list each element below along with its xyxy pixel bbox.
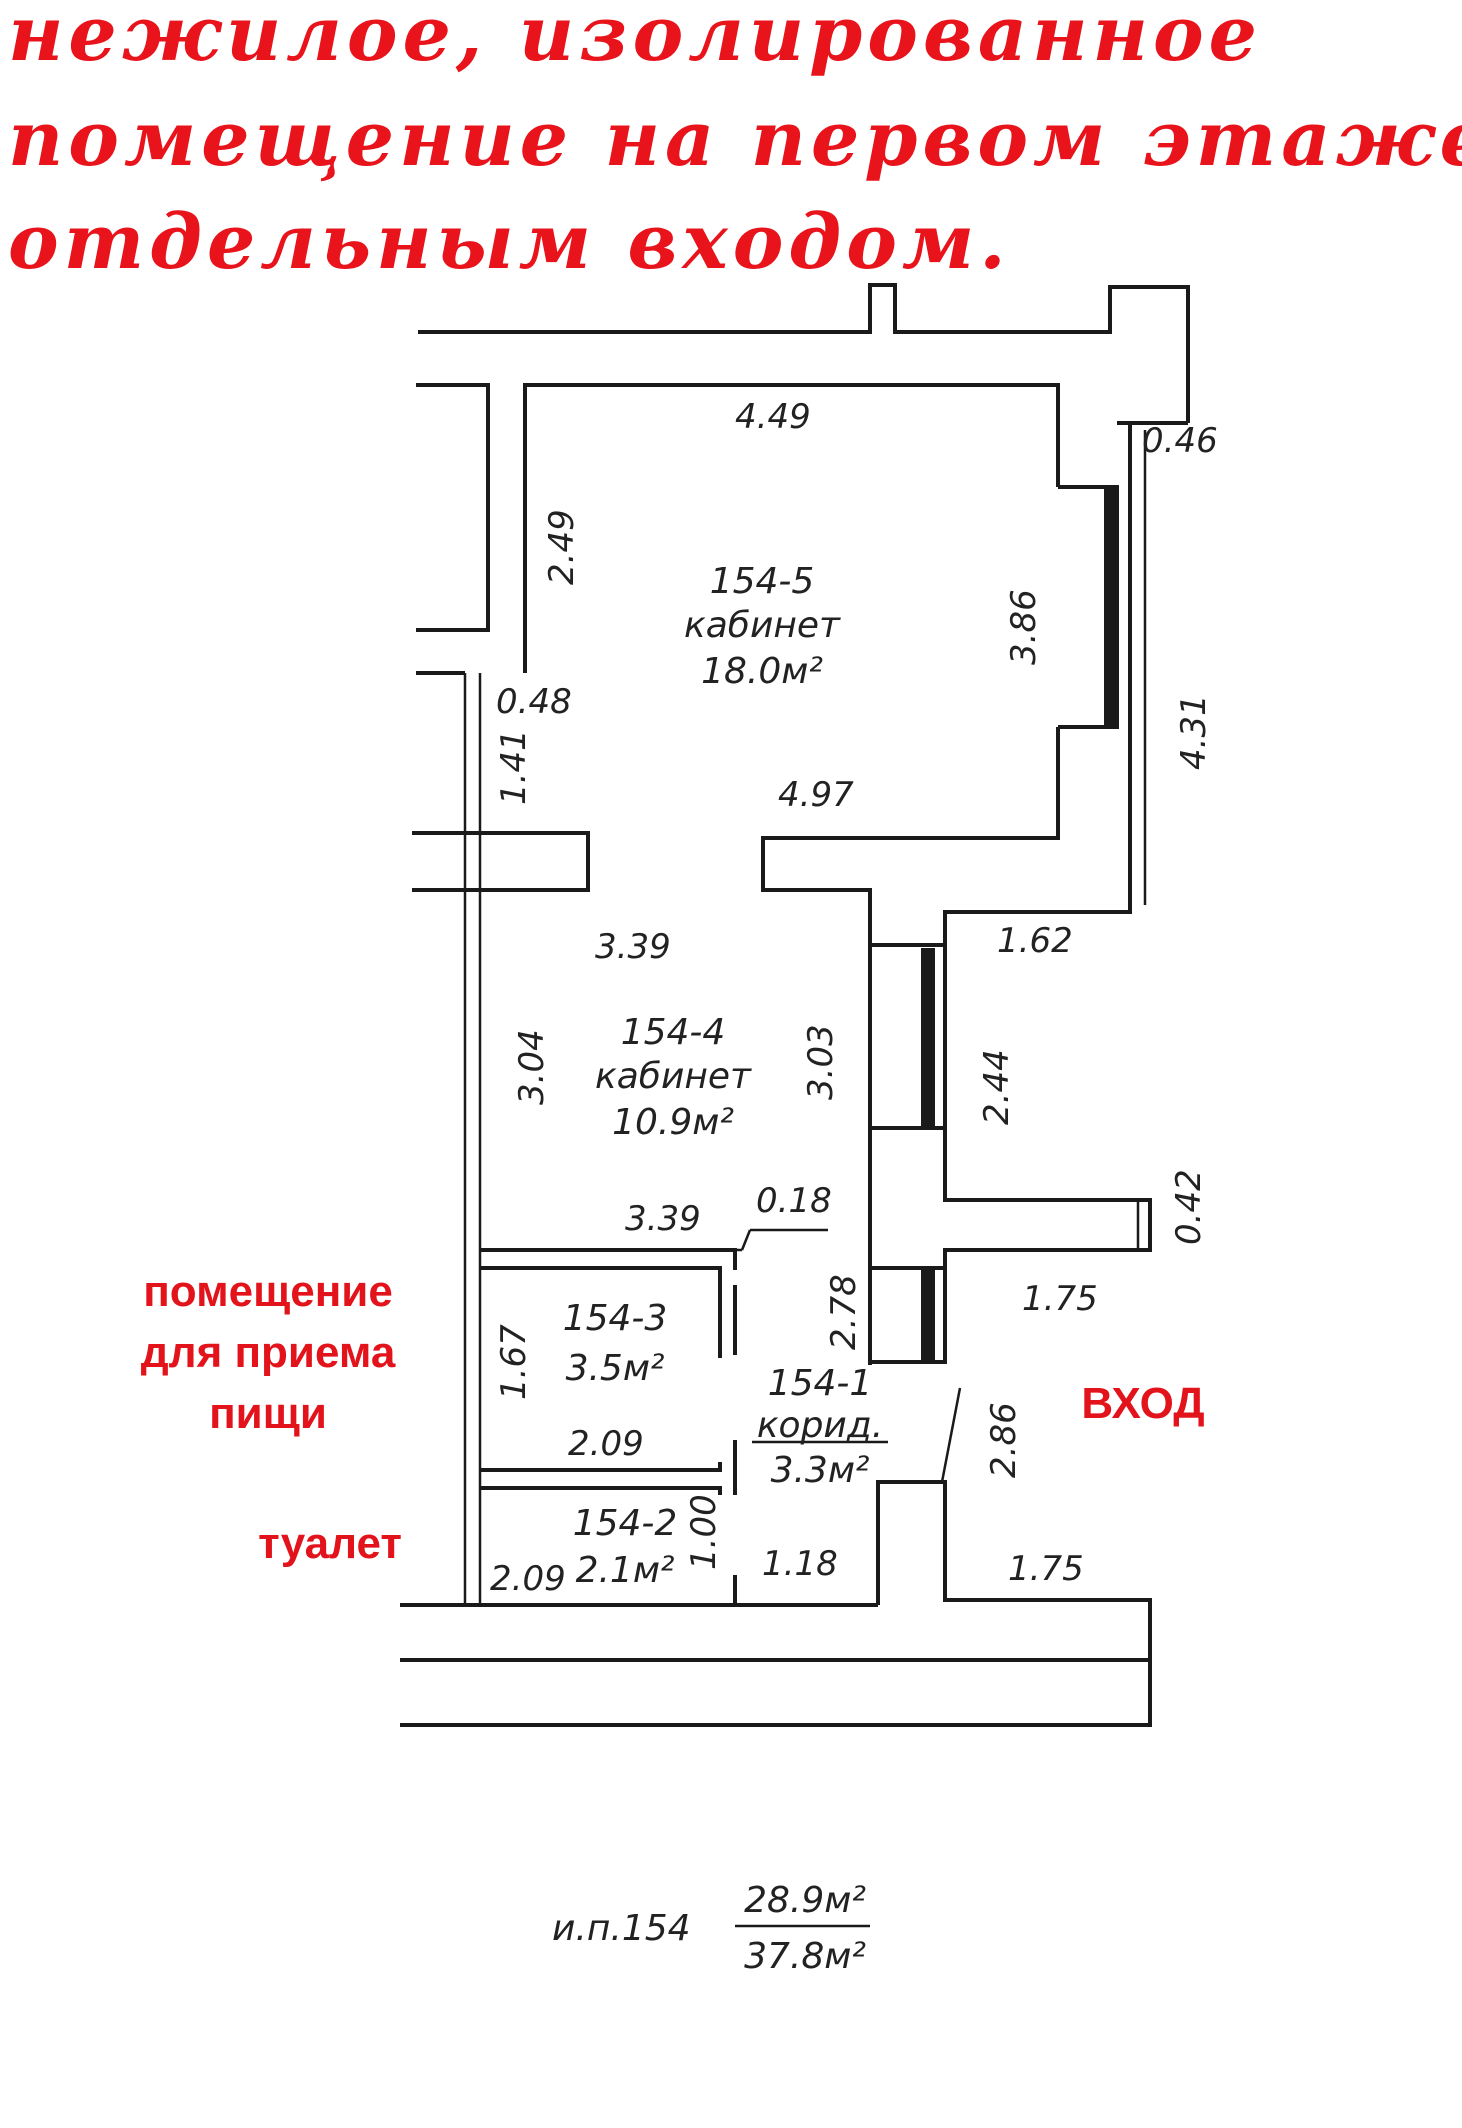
heading: нежилое, изолированное помещение на перв… [8, 0, 1462, 286]
dim-0-48: 0.48 [496, 682, 572, 722]
room-name: кабинет [595, 1056, 752, 1097]
dim-3-86: 3.86 [1004, 589, 1044, 665]
food-room-label-3: пищи [209, 1389, 327, 1438]
area-summary: и.п.154 28.9м² 37.8м² [552, 1880, 870, 1977]
dim-3-39-top: 3.39 [595, 927, 671, 967]
room-area: 3.3м² [771, 1450, 870, 1491]
window-154-4 [921, 948, 935, 1128]
annotations: помещение для приема пищи ВХОД туалет [141, 1267, 1205, 1568]
heading-line-3: отдельным входом. [8, 197, 1011, 286]
dim-2-86: 2.86 [984, 1402, 1024, 1478]
dim-2-49: 2.49 [542, 509, 582, 585]
room-number: 154-4 [621, 1012, 726, 1053]
dim-0-46: 0.46 [1142, 421, 1218, 461]
dim-2-78: 2.78 [824, 1274, 864, 1350]
room-area: 3.5м² [566, 1348, 665, 1389]
window-154-5 [1104, 487, 1118, 729]
dim-1-67: 1.67 [494, 1324, 534, 1400]
room-154-5: 154-5 кабинет 18.0м² [684, 561, 841, 692]
dimension-lines [740, 430, 1147, 1444]
dim-4-49: 4.49 [735, 397, 811, 437]
living-area: 28.9м² [744, 1880, 866, 1921]
room-154-2: 154-2 2.1м² [573, 1503, 678, 1591]
total-area: 37.8м² [744, 1936, 866, 1977]
dim-1-00: 1.00 [684, 1494, 724, 1570]
entrance-label: ВХОД [1081, 1379, 1204, 1428]
room-number: 154-1 [768, 1363, 873, 1404]
dim-0-18: 0.18 [756, 1181, 832, 1221]
room-area: 2.1м² [576, 1550, 675, 1591]
dim-0-42: 0.42 [1169, 1169, 1209, 1245]
room-name: кабинет [684, 605, 841, 646]
toilet-label: туалет [258, 1519, 402, 1568]
food-room-label-1: помещение [143, 1267, 393, 1316]
dim-4-97: 4.97 [778, 775, 854, 815]
room-154-4: 154-4 кабинет 10.9м² [595, 1012, 752, 1143]
dim-3-03: 3.03 [801, 1024, 841, 1100]
heading-line-2: помещение на первом этаже, с [8, 94, 1462, 183]
room-number: 154-2 [573, 1503, 678, 1544]
dim-2-09-bottom: 2.09 [490, 1559, 566, 1599]
dimensions: 4.49 0.46 2.49 3.86 0.48 4.31 1.41 4.97 … [490, 397, 1218, 1599]
dim-1-62: 1.62 [997, 921, 1073, 961]
room-154-3: 154-3 3.5м² [563, 1298, 668, 1389]
dim-2-09-top: 2.09 [568, 1424, 644, 1464]
window-corridor [921, 1268, 935, 1362]
room-area: 10.9м² [612, 1102, 734, 1143]
dim-2-44: 2.44 [977, 1049, 1017, 1125]
dim-1-41: 1.41 [494, 729, 534, 805]
dim-1-75-top: 1.75 [1022, 1279, 1098, 1319]
room-area: 18.0м² [701, 651, 823, 692]
dim-1-75-bottom: 1.75 [1008, 1549, 1084, 1589]
dim-4-31: 4.31 [1174, 694, 1214, 770]
room-name: корид. [757, 1405, 883, 1446]
unit-label: и.п.154 [552, 1908, 691, 1949]
dim-1-18: 1.18 [762, 1544, 838, 1584]
dim-3-04: 3.04 [512, 1029, 552, 1105]
dim-3-39-bottom: 3.39 [625, 1199, 701, 1239]
food-room-label-2: для приема [141, 1328, 396, 1377]
heading-line-1: нежилое, изолированное [8, 0, 1262, 78]
room-154-1: 154-1 корид. 3.3м² [757, 1363, 883, 1491]
room-number: 154-5 [710, 561, 815, 602]
walls [400, 283, 1190, 1727]
room-number: 154-3 [563, 1298, 668, 1339]
